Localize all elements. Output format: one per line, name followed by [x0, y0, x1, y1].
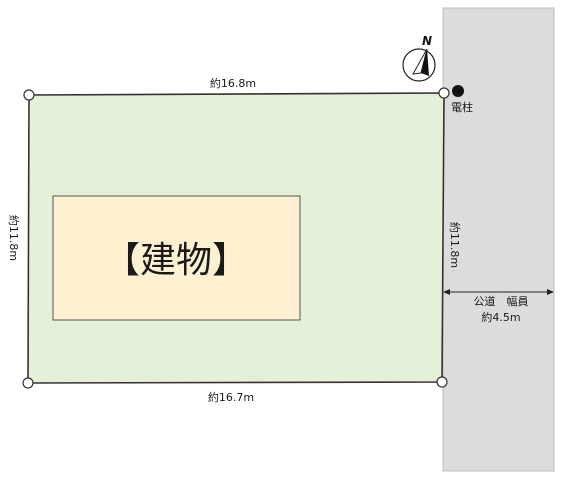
road-width-arrow: [443, 289, 554, 295]
utility-pole-icon: [452, 85, 464, 97]
lot-corner-marker: [438, 87, 450, 99]
bottom-dimension-label: 約16.7m: [208, 390, 254, 404]
public-road: [442, 7, 555, 472]
left-dimension-label: 約11.8m: [7, 215, 21, 261]
building-footprint: [52, 195, 301, 321]
road-width-label: 約4.5m: [481, 310, 520, 324]
north-label: N: [422, 34, 432, 48]
road-label: 公道 幅員: [474, 294, 529, 308]
building-label: 【建物】: [104, 240, 248, 281]
lot-corner-marker: [23, 89, 35, 101]
lot-corner-marker: [436, 376, 448, 388]
lot-corner-marker: [22, 377, 34, 389]
right-dimension-label: 約11.8m: [448, 222, 462, 268]
top-dimension-label: 約16.8m: [210, 76, 256, 90]
utility-pole-label: 電柱: [451, 100, 473, 114]
north-compass-icon: N: [402, 34, 436, 82]
